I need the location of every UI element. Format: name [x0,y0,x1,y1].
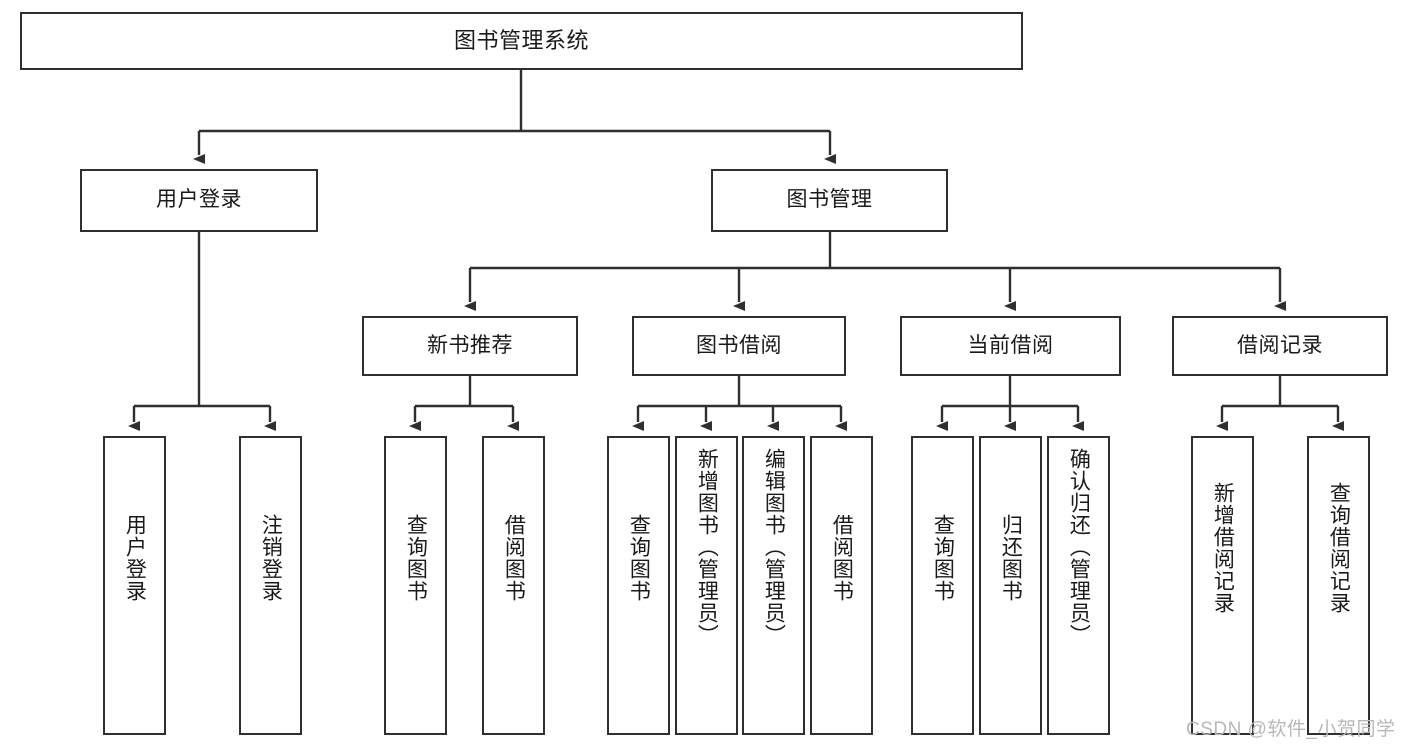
leaf-new-book-borrow[interactable]: 借阅图书 [482,436,545,735]
leaf-borrow-record-add-label: 新增借阅记录 [1211,482,1235,614]
node-current-borrow[interactable]: 当前借阅 [900,316,1121,376]
node-book-borrow[interactable]: 图书借阅 [632,316,846,376]
leaf-new-book-query[interactable]: 查询图书 [384,436,447,735]
node-new-book-recommend-label: 新书推荐 [427,333,513,357]
leaf-book-borrow-lend-label: 借阅图书 [830,514,854,602]
leaf-book-borrow-add[interactable]: 新增图书（管理员） [675,436,738,735]
leaf-new-book-borrow-label: 借阅图书 [502,514,526,602]
node-root[interactable]: 图书管理系统 [20,12,1023,70]
leaf-book-borrow-edit[interactable]: 编辑图书（管理员） [742,436,805,735]
leaf-current-borrow-return-label: 归还图书 [999,514,1023,602]
leaf-new-book-query-label: 查询图书 [404,514,428,602]
watermark: CSDN @软件_小贺同学 [1186,719,1396,740]
leaf-current-borrow-return[interactable]: 归还图书 [979,436,1042,735]
leaf-current-borrow-query-label: 查询图书 [931,514,955,602]
node-book-management-label: 图书管理 [786,188,873,212]
leaf-book-borrow-query[interactable]: 查询图书 [607,436,670,735]
leaf-borrow-record-add[interactable]: 新增借阅记录 [1191,436,1254,735]
node-book-borrow-label: 图书借阅 [696,333,782,357]
leaf-user-login-signin[interactable]: 用户登录 [103,436,166,735]
node-current-borrow-label: 当前借阅 [967,333,1054,357]
node-book-management[interactable]: 图书管理 [711,169,948,232]
node-borrow-record[interactable]: 借阅记录 [1172,316,1388,376]
leaf-book-borrow-query-label: 查询图书 [627,514,651,602]
leaf-borrow-record-query-label: 查询借阅记录 [1327,482,1351,614]
leaf-book-borrow-edit-label: 编辑图书（管理员） [762,448,786,646]
node-user-login[interactable]: 用户登录 [80,169,318,232]
leaf-book-borrow-lend[interactable]: 借阅图书 [810,436,873,735]
leaf-borrow-record-query[interactable]: 查询借阅记录 [1307,436,1370,735]
node-user-login-label: 用户登录 [156,188,242,212]
leaf-user-login-signout-label: 注销登录 [259,514,283,602]
leaf-book-borrow-add-label: 新增图书（管理员） [695,448,719,646]
leaf-current-borrow-confirm[interactable]: 确认归还（管理员） [1047,436,1110,735]
node-root-label: 图书管理系统 [453,28,589,54]
leaf-user-login-signout[interactable]: 注销登录 [239,436,302,735]
node-new-book-recommend[interactable]: 新书推荐 [362,316,578,376]
leaf-user-login-signin-label: 用户登录 [123,514,147,602]
node-borrow-record-label: 借阅记录 [1237,333,1323,357]
leaf-current-borrow-query[interactable]: 查询图书 [911,436,974,735]
leaf-current-borrow-confirm-label: 确认归还（管理员） [1067,448,1091,646]
